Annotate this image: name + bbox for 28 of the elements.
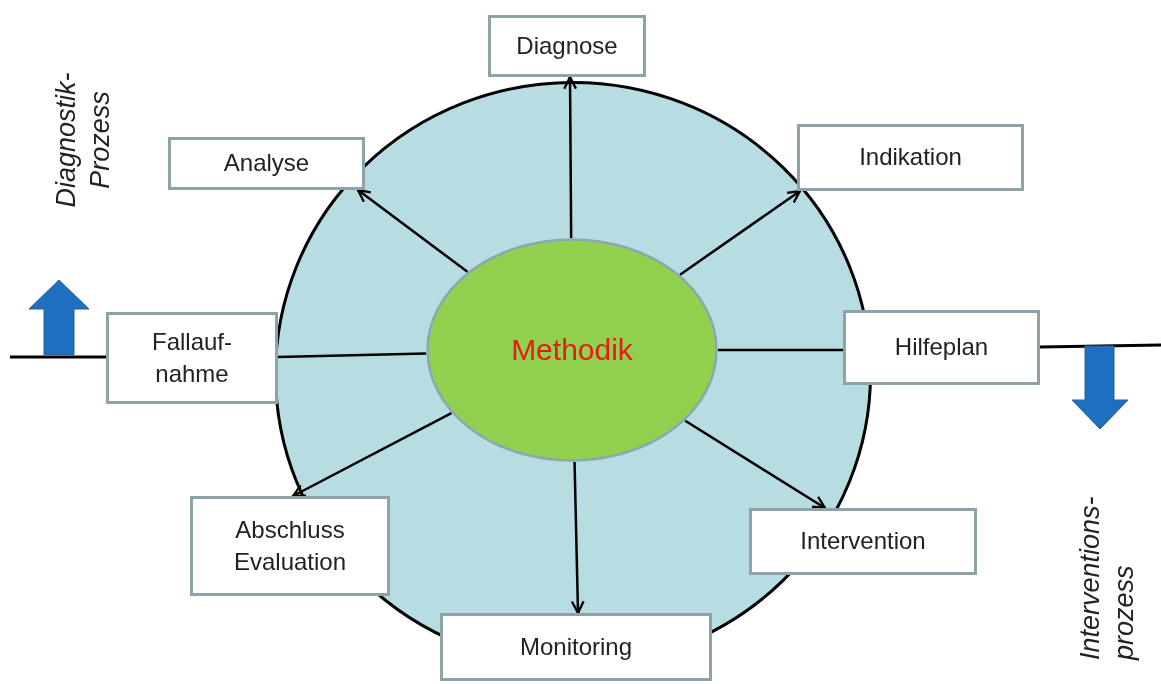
process-label: Diagnostik- Prozess xyxy=(50,71,116,210)
step-box xyxy=(190,496,390,596)
step-box xyxy=(168,137,365,190)
step-label: Analyse xyxy=(223,148,310,179)
arrow xyxy=(570,461,585,615)
process-label: Interventions- prozess xyxy=(1074,495,1140,660)
step-box xyxy=(440,613,712,681)
step-label: Diagnose xyxy=(516,30,618,61)
center-ellipse xyxy=(426,238,718,462)
step-label: Monitoring xyxy=(519,631,633,662)
step-box xyxy=(797,124,1024,191)
arrow xyxy=(563,75,578,238)
center-label: Methodik xyxy=(511,333,633,367)
step-label: Abschluss Evaluation xyxy=(232,514,348,577)
step-label: Intervention xyxy=(800,526,926,557)
arrow xyxy=(291,412,452,498)
step-box xyxy=(843,310,1040,385)
step-label: Hilfeplan xyxy=(894,332,989,363)
connector-line xyxy=(718,348,843,352)
step-box xyxy=(106,312,278,404)
arrow xyxy=(679,189,802,276)
arrow xyxy=(684,419,827,510)
step-label: Fallauf- nahme xyxy=(151,326,233,389)
step-label: Indikation xyxy=(859,142,962,173)
step-box xyxy=(749,508,977,575)
connector-line xyxy=(277,352,427,359)
step-box xyxy=(488,15,646,77)
arrow xyxy=(356,188,469,273)
